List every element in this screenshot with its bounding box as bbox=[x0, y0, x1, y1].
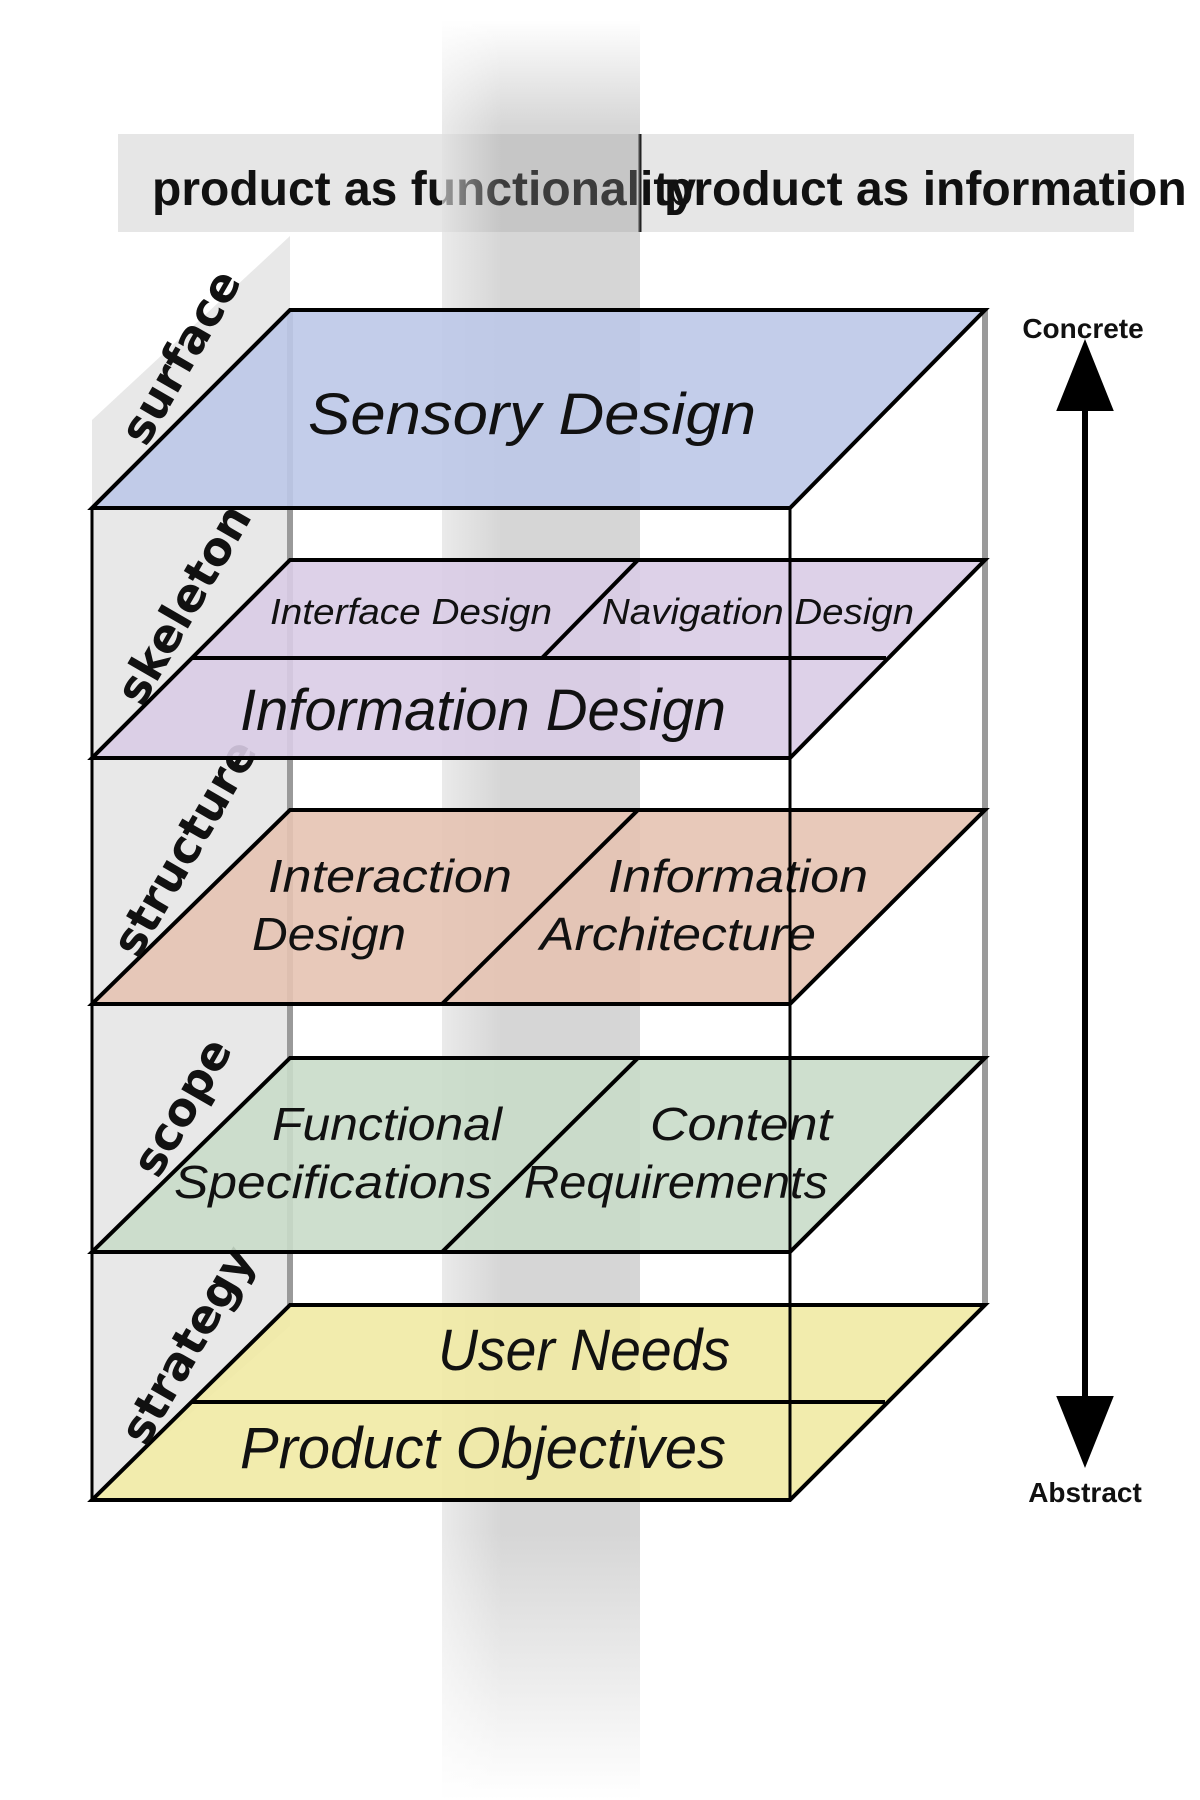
skeleton-navigation-label: Navigation Design bbox=[602, 591, 914, 632]
skeleton-information-label: Information Design bbox=[240, 678, 726, 743]
scope-specifications-label: Specifications bbox=[174, 1156, 492, 1208]
structure-design-label: Design bbox=[252, 908, 406, 960]
structure-information-label: Information bbox=[608, 850, 868, 902]
scope-divider bbox=[440, 1056, 640, 1254]
header-information-label: product as information bbox=[664, 163, 1187, 216]
scope-functional-line1: Functional bbox=[272, 1098, 504, 1150]
skeleton-interface-label: Interface Design bbox=[270, 591, 552, 632]
scope-requirements-label: Requirements bbox=[524, 1156, 828, 1208]
surface-sensory-label: Sensory Design bbox=[308, 382, 756, 447]
structure-architecture-label: Architecture bbox=[537, 908, 816, 960]
structure-interaction-label: Interaction bbox=[268, 850, 512, 902]
structure-divider bbox=[440, 808, 640, 1006]
axis-abstract-label: Abstract bbox=[1028, 1477, 1142, 1508]
axis-concrete-label: Concrete bbox=[1022, 313, 1143, 344]
scope-content-label: Content bbox=[650, 1098, 834, 1150]
strategy-bottom-label: Product Objectives bbox=[240, 1416, 726, 1481]
skeleton-vertical-divider bbox=[540, 558, 640, 660]
strategy-top-label: User Needs bbox=[438, 1318, 730, 1383]
